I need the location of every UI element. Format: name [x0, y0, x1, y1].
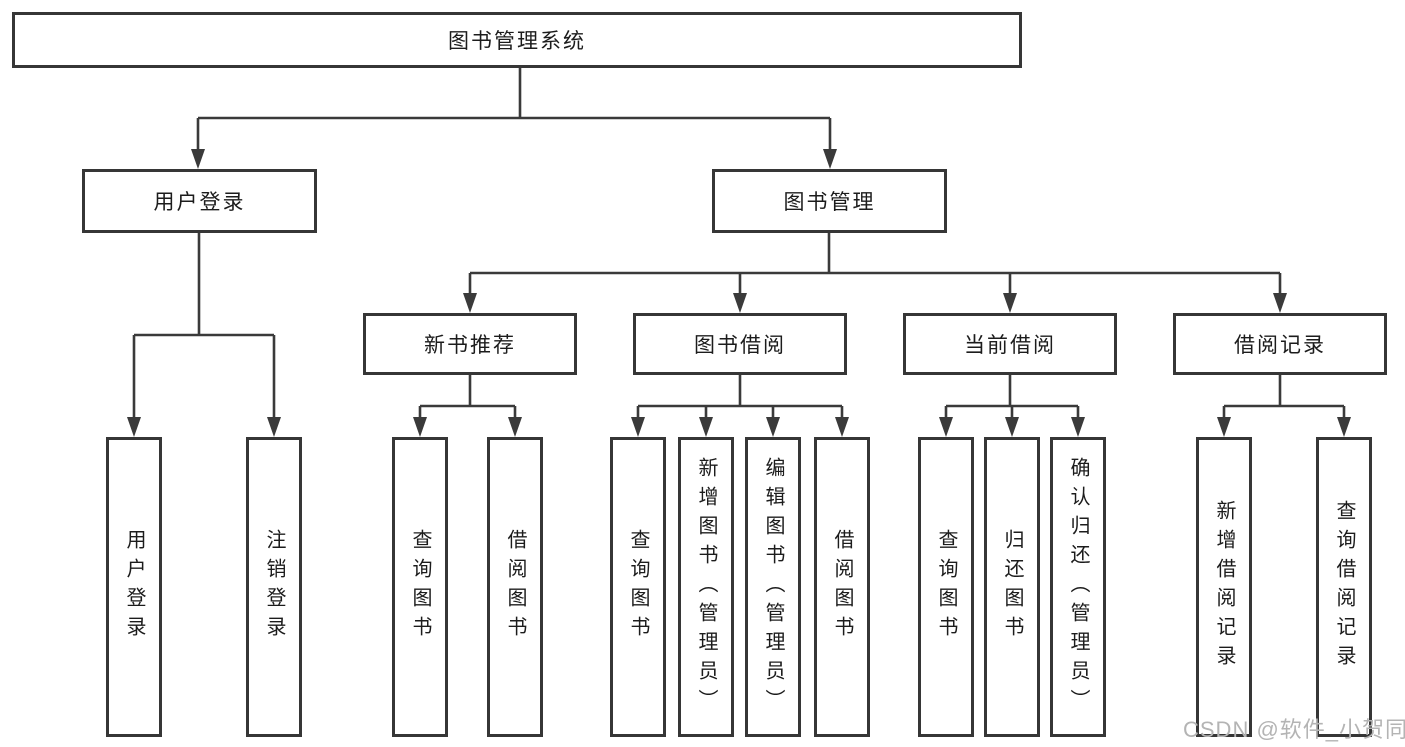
node-new-book-recommend: 新书推荐 — [363, 313, 577, 375]
leaf-user-login-label: 用户登录 — [123, 529, 145, 645]
node-root-system-label: 图书管理系统 — [448, 30, 586, 53]
node-book-borrow-label: 图书借阅 — [694, 334, 786, 357]
leaf-borrow-book-label: 借阅图书 — [831, 529, 853, 645]
node-book-manage: 图书管理 — [712, 169, 947, 233]
leaf-return-book: 归还图书 — [984, 437, 1040, 737]
csdn-watermark: CSDN @软件_小贺同学 — [1183, 717, 1405, 742]
node-book-borrow: 图书借阅 — [633, 313, 847, 375]
leaf-confirm-return-admin: 确认归还（管理员） — [1050, 437, 1106, 737]
leaf-borrow-book: 借阅图书 — [814, 437, 870, 737]
node-book-manage-label: 图书管理 — [783, 191, 876, 214]
node-user-login: 用户登录 — [82, 169, 317, 233]
leaf-recommend-borrow-book: 借阅图书 — [487, 437, 543, 737]
leaf-query-borrow-record-label: 查询借阅记录 — [1333, 500, 1355, 674]
leaf-current-query-book-label: 查询图书 — [935, 529, 957, 645]
node-borrow-records: 借阅记录 — [1173, 313, 1387, 375]
node-borrow-records-label: 借阅记录 — [1234, 334, 1326, 357]
leaf-confirm-return-admin-label: 确认归还（管理员） — [1067, 456, 1089, 718]
leaf-borrow-query-book: 查询图书 — [610, 437, 666, 737]
leaf-logout: 注销登录 — [246, 437, 302, 737]
leaf-borrow-query-book-label: 查询图书 — [627, 529, 649, 645]
leaf-add-borrow-record-label: 新增借阅记录 — [1213, 500, 1235, 674]
node-current-borrow: 当前借阅 — [903, 313, 1117, 375]
leaf-recommend-query-book: 查询图书 — [392, 437, 448, 737]
leaf-add-book-admin-label: 新增图书（管理员） — [695, 456, 717, 718]
leaf-recommend-query-book-label: 查询图书 — [409, 529, 431, 645]
leaf-edit-book-admin-label: 编辑图书（管理员） — [762, 456, 784, 718]
leaf-recommend-borrow-book-label: 借阅图书 — [504, 529, 526, 645]
leaf-query-borrow-record: 查询借阅记录 — [1316, 437, 1372, 737]
leaf-logout-label: 注销登录 — [263, 529, 285, 645]
leaf-add-borrow-record: 新增借阅记录 — [1196, 437, 1252, 737]
leaf-edit-book-admin: 编辑图书（管理员） — [745, 437, 801, 737]
node-user-login-label: 用户登录 — [153, 191, 246, 214]
leaf-add-book-admin: 新增图书（管理员） — [678, 437, 734, 737]
node-root-system: 图书管理系统 — [12, 12, 1022, 68]
leaf-return-book-label: 归还图书 — [1001, 529, 1023, 645]
leaf-current-query-book: 查询图书 — [918, 437, 974, 737]
node-new-book-recommend-label: 新书推荐 — [424, 334, 516, 357]
leaf-user-login: 用户登录 — [106, 437, 162, 737]
node-current-borrow-label: 当前借阅 — [964, 334, 1056, 357]
